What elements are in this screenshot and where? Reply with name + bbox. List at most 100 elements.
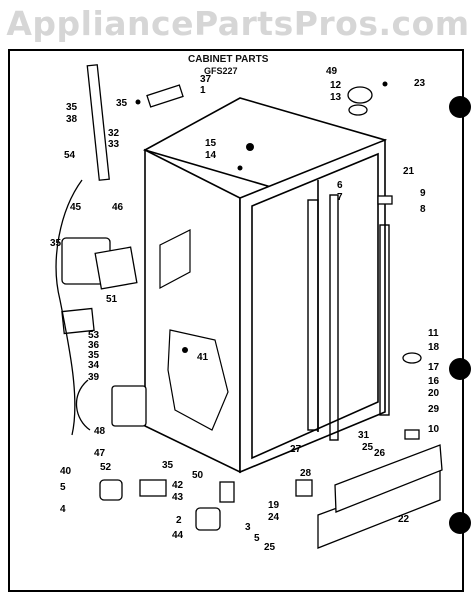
callout-43: 43: [172, 492, 184, 503]
callout-15: 15: [205, 138, 217, 149]
lower-hinge: [402, 352, 422, 364]
callout-54: 54: [64, 150, 76, 161]
callout-9: 9: [420, 188, 426, 199]
callout-45: 45: [70, 202, 82, 213]
callout-8: 8: [420, 204, 426, 215]
cabinet-side-cutout: [167, 329, 229, 431]
door-strips: [307, 194, 390, 441]
wiring-harness: [55, 179, 83, 436]
callout-19: 19: [268, 500, 280, 511]
leveler: [219, 481, 235, 503]
stop-block: [404, 429, 420, 440]
callout-42: 42: [172, 480, 184, 491]
bracket-top: [146, 84, 184, 108]
hinge-bar: [86, 64, 110, 181]
grille-panel: [334, 444, 443, 513]
binder-hole-top: [449, 96, 471, 118]
callout-33: 33: [108, 139, 120, 150]
cabinet-vent-opening: [159, 229, 191, 289]
callout-37: 37: [200, 74, 212, 85]
wire-cover: [111, 385, 147, 427]
callout-35: 35: [116, 98, 128, 109]
callout-34: 34: [88, 360, 100, 371]
strip-center: [329, 194, 339, 441]
watermark: AppliancePartsPros.com: [6, 4, 470, 43]
screw-14: [237, 165, 243, 171]
callout-17: 17: [428, 362, 440, 373]
callout-1: 1: [200, 85, 206, 96]
cabinet-side-panel: [144, 148, 241, 474]
callout-2: 2: [176, 515, 182, 526]
callout-5: 5: [60, 482, 66, 493]
callout-36: 36: [88, 340, 100, 351]
strip-left: [307, 199, 319, 431]
screw-15: [246, 143, 254, 151]
callout-13: 13: [330, 92, 342, 103]
top-hinge: [347, 86, 373, 104]
bottom-bracket: [295, 479, 313, 497]
callout-18: 18: [428, 342, 440, 353]
callout-29: 29: [428, 404, 440, 415]
callout-46: 46: [112, 202, 124, 213]
callout-35: 35: [88, 350, 100, 361]
right-hardware: [347, 86, 422, 440]
callout-5: 5: [254, 533, 260, 544]
callout-24: 24: [268, 512, 280, 523]
callout-31: 31: [358, 430, 370, 441]
callout-53: 53: [88, 330, 100, 341]
left-components: [55, 64, 184, 436]
callout-48: 48: [94, 426, 106, 437]
screw-23: [382, 81, 388, 87]
callout-28: 28: [300, 468, 312, 479]
callout-27: 27: [290, 444, 302, 455]
bottom-components: [99, 444, 443, 549]
hinge-washer: [348, 104, 368, 116]
small-parts: [135, 81, 388, 353]
callout-3: 3: [245, 522, 251, 533]
roller-left: [99, 479, 123, 501]
cabinet-body: [142, 97, 388, 474]
callout-49: 49: [326, 66, 338, 77]
callout-41: 41: [197, 352, 209, 363]
callout-21: 21: [403, 166, 415, 177]
binder-hole-middle: [449, 358, 471, 380]
callout-10: 10: [428, 424, 440, 435]
strip-right: [379, 224, 390, 416]
diagram-title: CABINET PARTS: [188, 54, 269, 65]
callout-12: 12: [330, 80, 342, 91]
hinge-block: [377, 195, 393, 205]
callout-32: 32: [108, 128, 120, 139]
callout-39: 39: [88, 372, 100, 383]
model-number: GFS227: [204, 66, 238, 76]
roller-right: [195, 507, 221, 531]
callout-47: 47: [94, 448, 106, 459]
diagram-frame: [8, 49, 464, 592]
callout-4: 4: [60, 504, 66, 515]
power-cord: [75, 379, 91, 431]
callout-35: 35: [50, 238, 62, 249]
callout-52: 52: [100, 462, 112, 473]
callout-11: 11: [428, 328, 439, 339]
callout-14: 14: [205, 150, 217, 161]
callout-20: 20: [428, 388, 440, 399]
screw-41: [182, 347, 188, 353]
roller-plate: [139, 479, 167, 497]
callout-44: 44: [172, 530, 184, 541]
light-cover: [61, 307, 95, 335]
callout-22: 22: [398, 514, 410, 525]
callout-16: 16: [428, 376, 440, 387]
callout-25: 25: [264, 542, 276, 553]
callout-50: 50: [192, 470, 204, 481]
callout-40: 40: [60, 466, 72, 477]
callout-6: 6: [337, 180, 343, 191]
binder-hole-bottom: [449, 512, 471, 534]
callout-35: 35: [66, 102, 78, 113]
callout-7: 7: [337, 192, 343, 203]
screw-35: [135, 99, 141, 105]
callout-51: 51: [106, 294, 118, 305]
callout-25: 25: [362, 442, 374, 453]
control-panel: [94, 246, 138, 290]
